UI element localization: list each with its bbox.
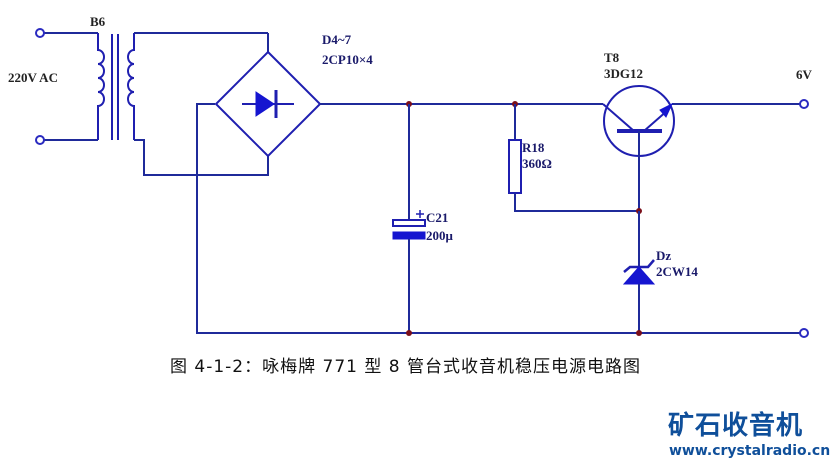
watermark-title: 矿石收音机	[668, 411, 804, 441]
capacitor-positive-plate	[392, 219, 426, 227]
transistor-ref: T8	[604, 50, 620, 65]
output-voltage-label: 6V	[796, 67, 813, 82]
emitter-arrow-icon	[659, 102, 674, 118]
input-terminal-bottom	[35, 135, 45, 145]
resistor-value: 360Ω	[522, 156, 552, 171]
resistor-r18: R18 360Ω	[508, 104, 640, 212]
output-terminal-ground	[799, 328, 809, 338]
zener-ref: Dz	[656, 248, 671, 263]
diode-icon	[255, 91, 275, 117]
input-terminal-top	[35, 28, 45, 38]
capacitor-c21: C21 200μ	[392, 104, 454, 333]
bridge-rectifier: D4~7 2CP10×4	[214, 32, 373, 158]
resistor-ref: R18	[522, 140, 545, 155]
junction	[406, 330, 412, 336]
figure-caption: 图 4-1-2：咏梅牌 771 型 8 管台式收音机稳压电源电路图	[170, 357, 641, 377]
output-terminals: 6V	[796, 67, 813, 338]
capacitor-negative-plate	[392, 231, 426, 240]
secondary-coil	[127, 33, 135, 140]
resistor-body	[508, 139, 522, 194]
transistor-t8: T8 3DG12	[602, 50, 675, 211]
capacitor-value: 200μ	[426, 228, 454, 243]
transformer-b6: B6	[90, 14, 135, 140]
bridge-ref: D4~7	[322, 32, 352, 47]
transformer-ref: B6	[90, 14, 106, 29]
bridge-value: 2CP10×4	[322, 52, 373, 67]
input-terminals: 220V AC	[8, 28, 98, 145]
primary-coil	[97, 33, 105, 140]
input-voltage-label: 220V AC	[8, 70, 58, 85]
junction	[636, 330, 642, 336]
watermark-url: www.crystalradio.cn	[669, 443, 831, 459]
transistor-value: 3DG12	[604, 66, 643, 81]
capacitor-ref: C21	[426, 210, 448, 225]
zener-dz: Dz 2CW14	[622, 211, 698, 333]
output-terminal-positive	[799, 99, 809, 109]
zener-value: 2CW14	[656, 264, 698, 279]
